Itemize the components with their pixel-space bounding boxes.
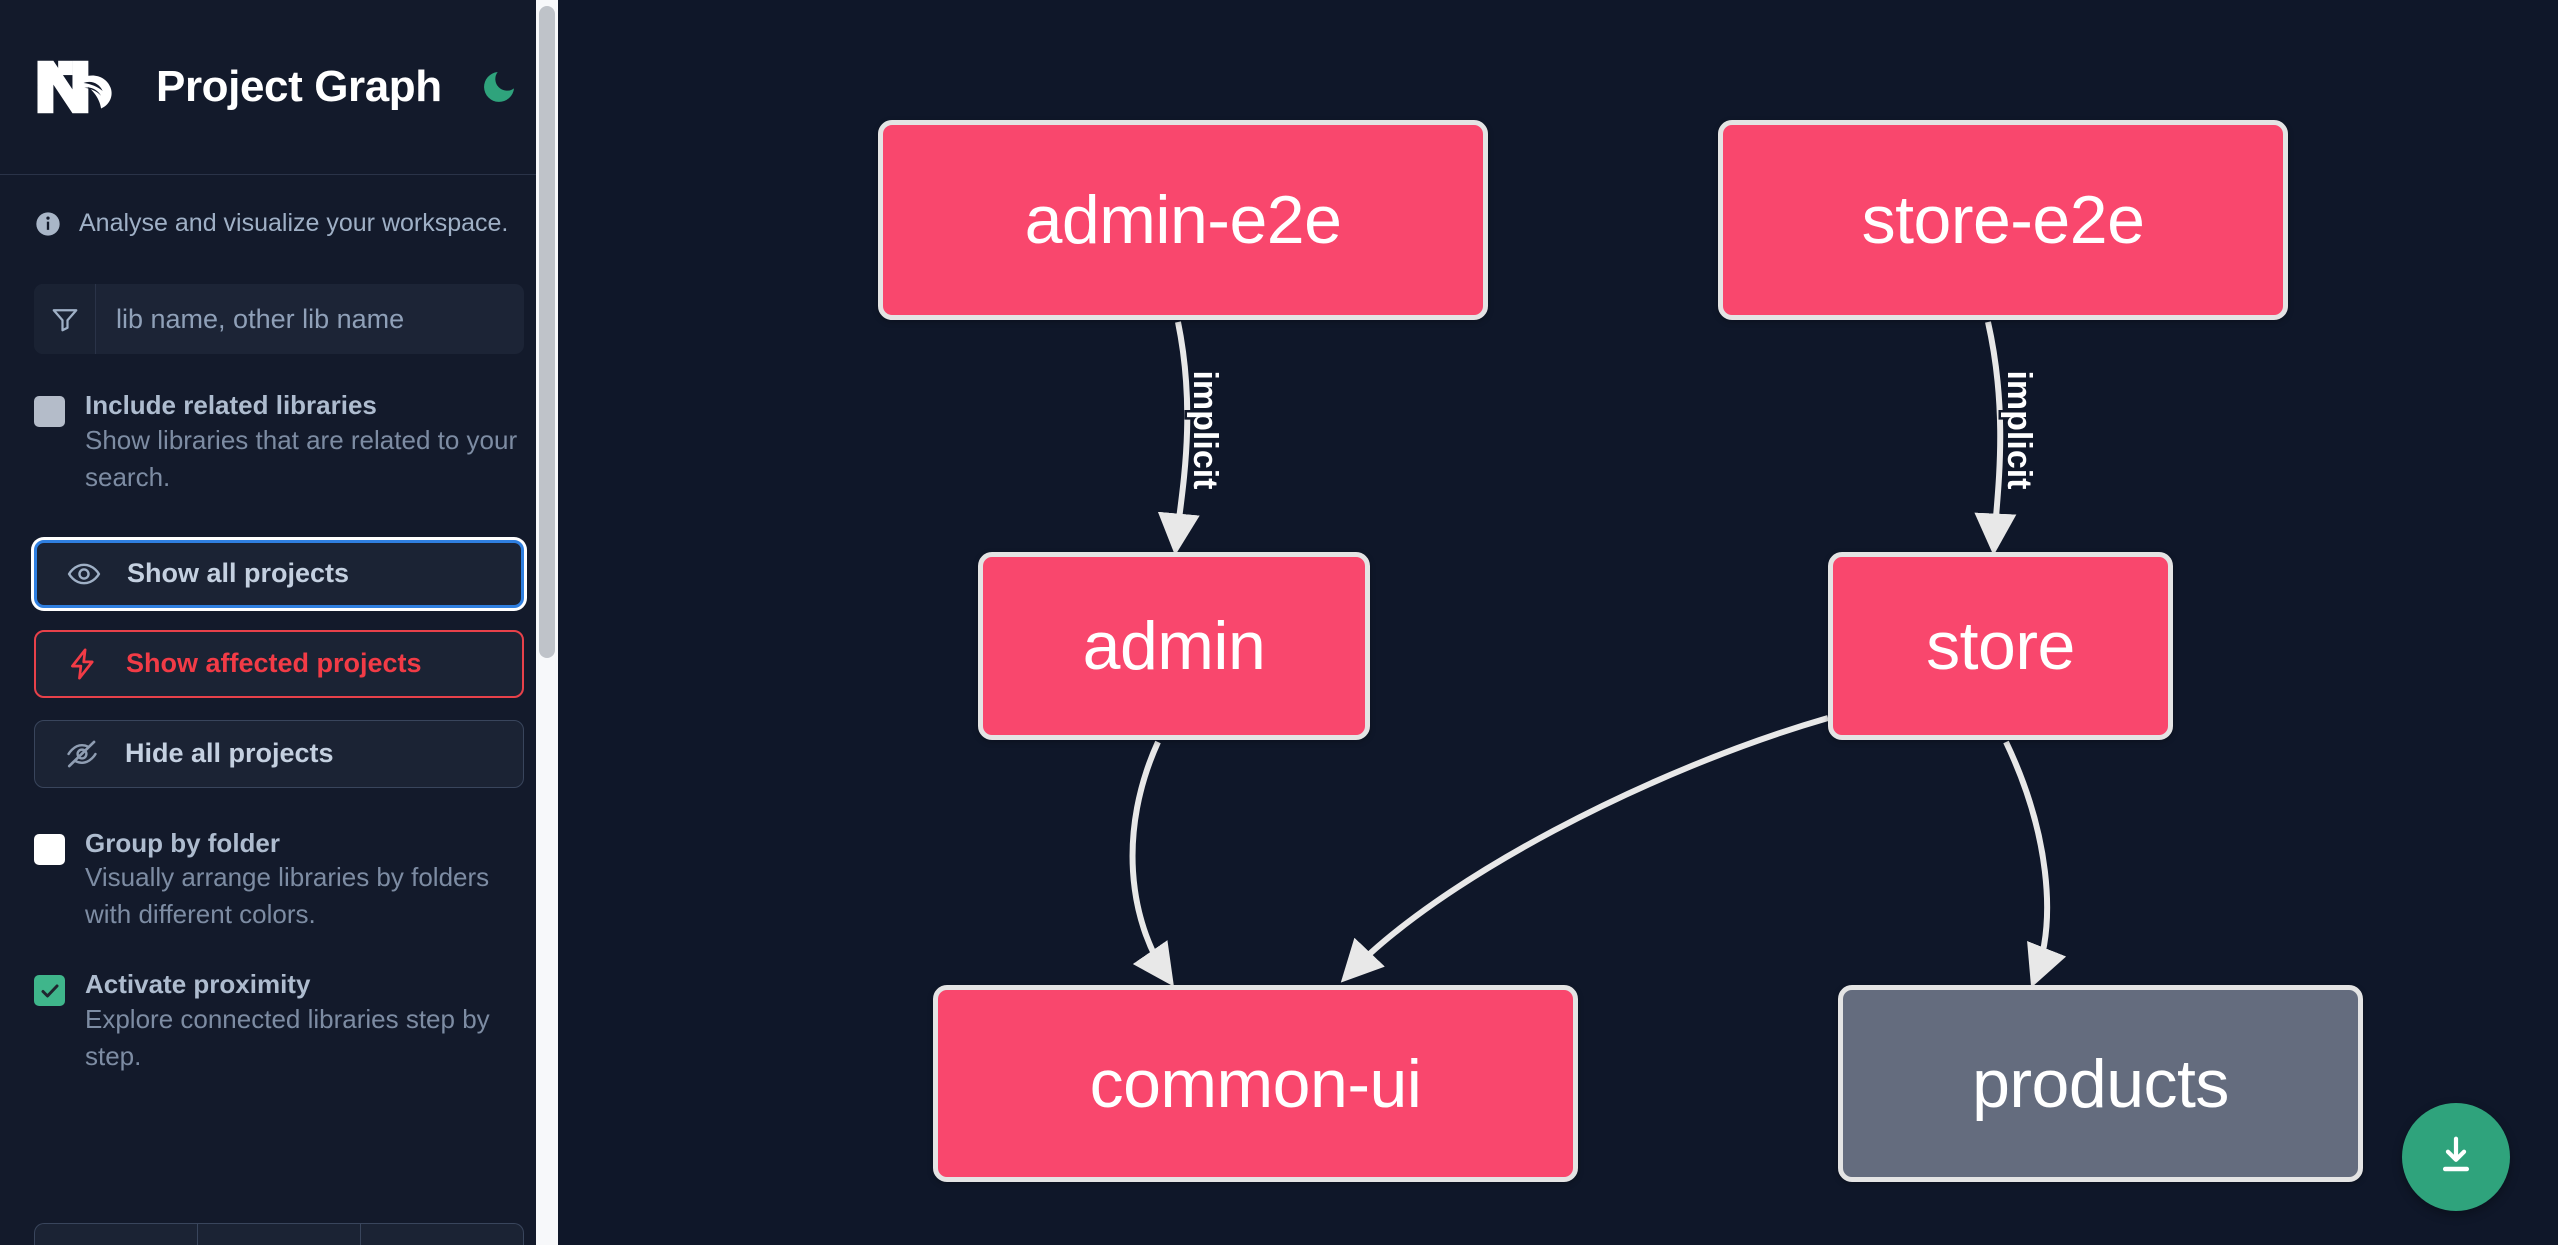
option-activate-proximity[interactable]: Activate proximity Explore connected lib… — [34, 969, 524, 1075]
option-label: Group by folder — [85, 827, 280, 858]
option-description: Explore connected libraries step by step… — [85, 1003, 490, 1071]
sidebar-body: Analyse and visualize your workspace. In… — [0, 175, 558, 1075]
show-all-projects-label: Show all projects — [127, 558, 350, 589]
filter-funnel-icon — [34, 284, 96, 354]
graph-canvas[interactable]: implicit implicit admin-e2e store-e2e ad… — [558, 0, 2558, 1245]
graph-node-label: admin-e2e — [1024, 182, 1342, 258]
edge-store-products — [2003, 740, 2067, 988]
lightning-bolt-icon — [64, 645, 102, 683]
graph-node-store[interactable]: store — [1828, 552, 2173, 740]
edge-store-e2e-store — [1974, 321, 2017, 556]
sidebar-scrollbar-track[interactable] — [536, 0, 558, 1245]
segment-2[interactable] — [197, 1223, 361, 1245]
graph-node-products[interactable]: products — [1838, 985, 2363, 1182]
edge-label-implicit-store: implicit — [2000, 370, 2038, 489]
option-texts: Include related libraries Show libraries… — [85, 390, 524, 496]
sidebar: Project Graph Analyse and visualize your… — [0, 0, 558, 1245]
eye-icon — [65, 555, 103, 593]
graph-node-label: admin — [1082, 608, 1266, 684]
visibility-button-group: Show all projects Show affected projects — [34, 539, 524, 788]
graph-node-store-e2e[interactable]: store-e2e — [1718, 120, 2288, 320]
graph-node-label: store-e2e — [1861, 182, 2145, 258]
checkbox-group-by-folder[interactable] — [34, 833, 65, 865]
graph-edges-layer: implicit implicit — [1129, 321, 2067, 988]
graph-node-label: store — [1926, 608, 2075, 684]
graph-node-admin[interactable]: admin — [978, 552, 1370, 740]
option-group-by-folder[interactable]: Group by folder Visually arrange librari… — [34, 828, 524, 934]
checkbox-include-related-libraries[interactable] — [34, 396, 65, 427]
eye-slash-icon — [63, 735, 101, 773]
segment-1[interactable] — [34, 1223, 197, 1245]
graph-node-admin-e2e[interactable]: admin-e2e — [878, 120, 1488, 320]
option-label: Include related libraries — [85, 390, 377, 420]
hide-all-projects-label: Hide all projects — [125, 738, 334, 769]
edge-store-common-ui — [1340, 715, 1829, 983]
download-icon — [2433, 1132, 2479, 1183]
info-banner: Analyse and visualize your workspace. — [34, 175, 524, 238]
edge-label-implicit-admin: implicit — [1186, 370, 1224, 489]
sidebar-header: Project Graph — [0, 0, 558, 175]
search-bar[interactable] — [34, 284, 524, 354]
segment-3[interactable] — [361, 1223, 524, 1245]
graph-node-common-ui[interactable]: common-ui — [933, 985, 1578, 1182]
graph-node-label: products — [1972, 1045, 2229, 1122]
info-circle-icon — [34, 210, 62, 238]
option-description: Show libraries that are related to your … — [85, 424, 518, 492]
nx-logo-icon — [34, 56, 130, 118]
sidebar-scrollbar-thumb[interactable] — [539, 6, 555, 658]
show-affected-projects-button[interactable]: Show affected projects — [34, 629, 524, 698]
hide-all-projects-button[interactable]: Hide all projects — [34, 719, 524, 788]
option-texts: Group by folder Visually arrange librari… — [85, 828, 524, 934]
download-button[interactable] — [2402, 1103, 2510, 1211]
option-texts: Activate proximity Explore connected lib… — [85, 969, 524, 1075]
edge-admin-e2e-admin — [1157, 321, 1200, 556]
show-all-projects-button[interactable]: Show all projects — [34, 539, 524, 608]
search-input[interactable] — [96, 284, 524, 354]
option-description: Visually arrange libraries by folders wi… — [85, 862, 490, 930]
graph-node-label: common-ui — [1089, 1045, 1422, 1122]
moon-icon[interactable] — [476, 64, 522, 110]
edge-admin-common-ui — [1129, 740, 1174, 987]
segmented-control[interactable] — [34, 1223, 524, 1245]
show-affected-projects-label: Show affected projects — [126, 648, 422, 679]
info-text: Analyse and visualize your workspace. — [79, 209, 509, 237]
option-include-related-libraries[interactable]: Include related libraries Show libraries… — [34, 390, 524, 496]
checkbox-activate-proximity[interactable] — [34, 975, 65, 1007]
option-label: Activate proximity — [85, 969, 311, 1000]
app-title: Project Graph — [156, 62, 442, 111]
